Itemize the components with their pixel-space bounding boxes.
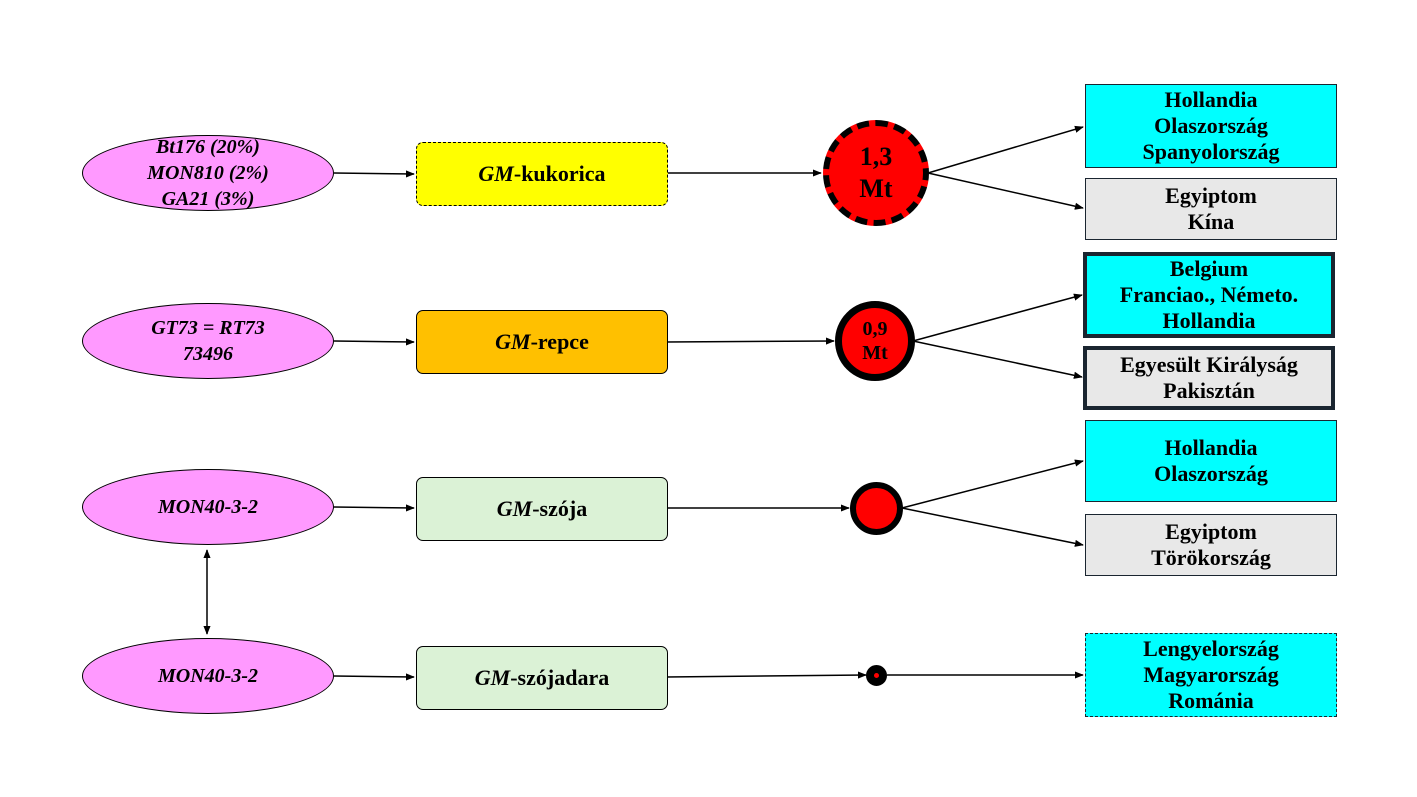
country-label: Egyiptom xyxy=(1165,519,1257,544)
crop-box-szojadara: GM-szójadara xyxy=(416,646,668,710)
crop-box-kukorica: GM-kukorica xyxy=(416,142,668,206)
amount-circle-kukorica: 1,3 Mt xyxy=(823,120,929,226)
arrow-event-to-szojadara xyxy=(333,673,415,681)
crop-prefix: GM xyxy=(478,161,514,186)
country-label: Kína xyxy=(1187,209,1235,234)
arrow-repce-to-top xyxy=(912,293,1083,342)
country-label: Hollandia xyxy=(1162,308,1256,333)
event-ellipse-repce: GT73 = RT73 73496 xyxy=(82,303,334,379)
country-box-szojadara: Lengyelország Magyarország Románia xyxy=(1085,633,1337,717)
country-label: Hollandia xyxy=(1164,87,1258,112)
country-label: Pakisztán xyxy=(1163,378,1255,403)
country-label: Franciao., Németo. xyxy=(1119,282,1299,307)
country-label: Törökország xyxy=(1151,545,1271,570)
country-label: Románia xyxy=(1168,688,1254,713)
event-ellipse-szoja: MON40-3-2 xyxy=(82,469,334,545)
amount-unit: Mt xyxy=(862,342,888,364)
event-label: GT73 = RT73 xyxy=(151,317,265,339)
crop-name: -kukorica xyxy=(513,161,606,186)
country-label: Hollandia xyxy=(1164,435,1258,460)
country-label: Egyesült Királyság xyxy=(1120,352,1298,377)
amount-value: 1,3 xyxy=(859,142,893,171)
country-label: Belgium xyxy=(1169,256,1249,281)
country-label: Spanyolország xyxy=(1142,139,1280,164)
arrow-event-to-kukorica xyxy=(333,170,415,178)
country-label: Lengyelország xyxy=(1143,636,1279,661)
event-ellipse-kukorica: Bt176 (20%) MON810 (2%) GA21 (3%) xyxy=(82,135,334,211)
amount-unit: Mt xyxy=(859,174,893,203)
arrow-szoja-to-bottom xyxy=(901,507,1084,547)
country-box-szoja-bottom: Egyiptom Törökország xyxy=(1085,514,1337,576)
country-box-szoja-top: Hollandia Olaszország xyxy=(1085,420,1337,502)
country-box-repce-top: Belgium Franciao., Németo. Hollandia xyxy=(1083,252,1335,338)
event-label: MON810 (2%) xyxy=(147,162,269,184)
event-label: Bt176 (20%) xyxy=(156,136,260,158)
country-label: Olaszország xyxy=(1154,461,1268,486)
arrow-event-to-repce xyxy=(333,338,415,346)
event-label: MON40-3-2 xyxy=(158,665,258,687)
amount-circle-repce: 0,9 Mt xyxy=(835,301,915,381)
arrow-szoja-to-top xyxy=(901,459,1084,509)
arrow-repce-to-bottom xyxy=(912,340,1083,379)
crop-name: -szójadara xyxy=(510,665,610,690)
event-label: MON40-3-2 xyxy=(158,496,258,518)
amount-circle-szoja xyxy=(850,482,903,535)
amount-dot-szojadara xyxy=(866,665,887,686)
crop-box-szoja: GM-szója xyxy=(416,477,668,541)
event-label: GA21 (3%) xyxy=(161,188,255,210)
country-box-kukorica-bottom: Egyiptom Kína xyxy=(1085,178,1337,240)
amount-value: 0,9 xyxy=(862,318,888,340)
country-label: Olaszország xyxy=(1154,113,1268,138)
crop-name: -repce xyxy=(530,329,589,354)
crop-prefix: GM xyxy=(496,496,533,521)
arrow-szojadara-to-dot xyxy=(665,671,867,679)
country-label: Magyarország xyxy=(1143,662,1279,687)
arrow-kukorica-to-bottom xyxy=(927,172,1084,210)
crop-prefix: GM xyxy=(495,329,531,354)
crop-name: -szója xyxy=(532,496,588,521)
country-label: Egyiptom xyxy=(1165,183,1257,208)
crop-box-repce: GM-repce xyxy=(416,310,668,374)
crop-prefix: GM xyxy=(474,665,511,690)
arrow-repce-to-circle xyxy=(665,337,835,345)
event-ellipse-szojadara: MON40-3-2 xyxy=(82,638,334,714)
arrow-event-to-szoja xyxy=(333,504,415,512)
country-box-repce-bottom: Egyesült Királyság Pakisztán xyxy=(1083,346,1335,410)
event-label: 73496 xyxy=(183,343,233,365)
arrow-kukorica-to-top xyxy=(927,125,1084,174)
country-box-kukorica-top: Hollandia Olaszország Spanyolország xyxy=(1085,84,1337,168)
